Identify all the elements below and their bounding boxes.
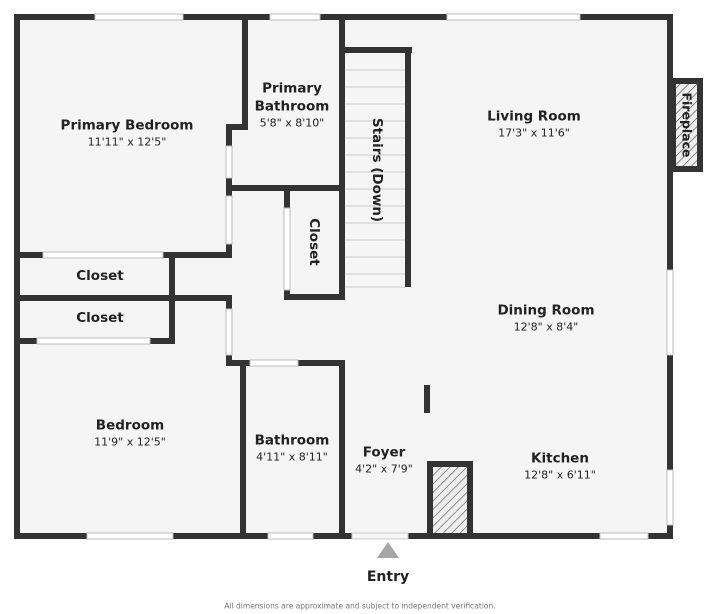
room-bedroom: Bedroom 11'9" x 12'5" (94, 417, 166, 450)
room-dimensions: 4'11" x 8'11" (256, 450, 328, 464)
disclaimer: All dimensions are approximate and subje… (224, 601, 496, 611)
room-kitchen: Kitchen 12'8" x 6'11" (524, 450, 596, 483)
room-dimensions: 4'2" x 7'9" (355, 462, 413, 476)
room-bathroom: Bathroom 4'11" x 8'11" (255, 432, 330, 465)
room-dimensions: 17'3" x 11'6" (498, 126, 570, 140)
room-foyer: Foyer 4'2" x 7'9" (355, 444, 413, 477)
room-primary-bathroom: Primary Bathroom 5'8" x 8'10" (255, 80, 330, 131)
stairs-label: Stairs (Down) (369, 117, 385, 223)
entry-opening (351, 532, 409, 540)
room-dimensions: 5'8" x 8'10" (259, 116, 325, 130)
room-dimensions: 12'8" x 6'11" (524, 468, 596, 482)
room-dimensions: 11'9" x 12'5" (94, 435, 166, 449)
fireplace-label: Fireplace (679, 92, 695, 158)
room-name: Closet (76, 268, 124, 284)
room-dining-room: Dining Room 12'8" x 8'4" (497, 302, 594, 335)
entry-arrow-icon (377, 542, 399, 558)
entry-label: Entry (366, 569, 410, 585)
room-name-line2: Bathroom (254, 98, 330, 115)
room-living-room: Living Room 17'3" x 11'6" (487, 108, 581, 141)
room-name: Closet (76, 310, 124, 326)
room-name: Dining Room (497, 302, 595, 319)
room-dimensions: 11'11" x 12'5" (87, 135, 167, 149)
room-name: Bedroom (95, 417, 165, 434)
room-name-line1: Primary (262, 80, 322, 97)
room-name: Foyer (362, 444, 406, 461)
windows (36, 13, 674, 540)
room-closet-2: Closet (76, 309, 123, 327)
room-name: Primary Bedroom (60, 117, 194, 134)
stair-treads (345, 69, 405, 288)
room-dimensions: 12'8" x 8'4" (513, 320, 579, 334)
kitchen-cabinet-hatch (433, 467, 467, 536)
room-closet-1: Closet (76, 267, 123, 285)
room-name: Kitchen (531, 450, 589, 467)
fireplace-hatch (676, 84, 697, 166)
closet-center-label: Closet (306, 218, 322, 266)
room-name: Living Room (487, 108, 581, 125)
room-primary-bedroom: Primary Bedroom 11'11" x 12'5" (61, 117, 194, 150)
room-name: Bathroom (254, 432, 330, 449)
